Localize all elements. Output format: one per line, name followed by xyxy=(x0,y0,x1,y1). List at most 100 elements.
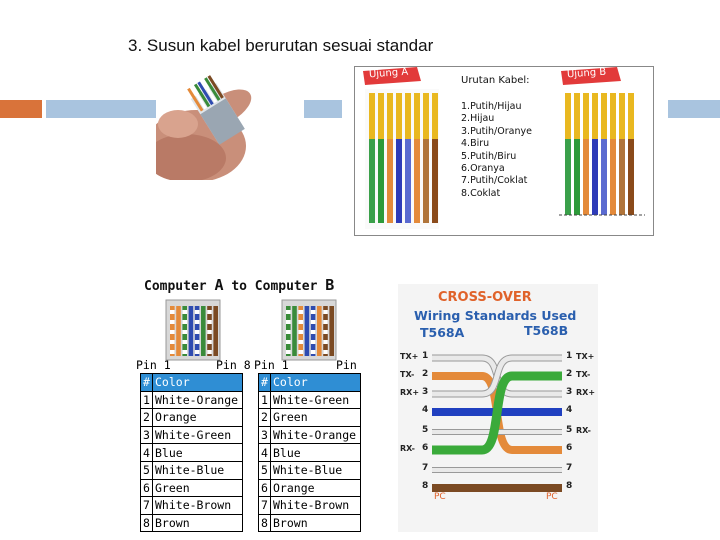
wire-stripe xyxy=(298,320,303,324)
pin-color: Orange xyxy=(271,479,361,497)
pin-color: White-Brown xyxy=(153,497,243,515)
wire-stripe xyxy=(182,340,187,344)
wire-stripe xyxy=(323,350,328,354)
title-letter-b: B xyxy=(325,276,334,294)
pin-table-header: # Color xyxy=(141,374,243,392)
wire-stripe xyxy=(298,310,303,314)
crossover-right-signal: RX- xyxy=(576,426,591,435)
connector-wire xyxy=(317,306,322,356)
pin-color: Orange xyxy=(153,409,243,427)
wire-stripe xyxy=(323,330,328,334)
crossover-right-pin: 5 xyxy=(566,425,572,435)
crossover-left-pin: 3 xyxy=(422,387,428,397)
cable-photo xyxy=(156,68,252,180)
wire-stripe xyxy=(286,340,291,344)
pin-number: 2 xyxy=(259,409,271,427)
wire-stripe xyxy=(182,330,187,334)
wiring-diagram-ujung: Ujung A Ujung B Urutan Kabel: 1.Putih/Hi… xyxy=(354,66,654,236)
wire-stripe xyxy=(311,330,316,334)
pin-color: White-Brown xyxy=(271,497,361,515)
accent-bar-blue-right xyxy=(668,100,720,118)
wire-stripe xyxy=(170,330,175,334)
connector-wire xyxy=(201,306,206,356)
crossover-left-signal: TX+ xyxy=(400,352,418,361)
header-color: Color xyxy=(153,374,243,392)
pin1-right: Pin 1 xyxy=(254,358,289,372)
crossover-diagram: CROSS-OVER Wiring Standards Used T568A T… xyxy=(398,284,598,532)
pc-left-label: PC xyxy=(434,492,446,502)
crossover-right-pin: 8 xyxy=(566,481,572,491)
wire-stripe xyxy=(182,310,187,314)
pin-color: Green xyxy=(271,409,361,427)
wire-stripe xyxy=(311,340,316,344)
wire-stripe xyxy=(298,350,303,354)
pin-number: 8 xyxy=(141,514,153,532)
title-computer-b: Computer xyxy=(255,279,318,294)
urutan-item: 1.Putih/Hijau xyxy=(461,101,532,113)
header-hash: # xyxy=(259,374,271,392)
connector-wire xyxy=(213,306,218,356)
pin-color: White-Orange xyxy=(153,391,243,409)
pin-color: White-Green xyxy=(153,426,243,444)
slide-title: 3. Susun kabel berurutan sesuai standar xyxy=(128,36,433,56)
pin-number: 7 xyxy=(259,497,271,515)
crossover-left-pin: 4 xyxy=(422,405,428,415)
urutan-item: 8.Coklat xyxy=(461,188,532,200)
rj45-connectors-illustration xyxy=(136,296,368,364)
wire-stripe xyxy=(195,320,200,324)
pin-table-row: 3White-Green xyxy=(141,426,243,444)
pin-table-row: 6Green xyxy=(141,479,243,497)
wire-stripe xyxy=(286,350,291,354)
wire-stripe xyxy=(170,340,175,344)
connector-wire xyxy=(292,306,297,356)
header-hash: # xyxy=(141,374,153,392)
wire-stripe xyxy=(207,320,212,324)
pin-color: Blue xyxy=(271,444,361,462)
crossover-right-signal: TX- xyxy=(576,370,590,379)
cable-photo-illustration xyxy=(156,68,252,180)
pin-table-row: 5White-Blue xyxy=(259,461,361,479)
crossover-left-pin: 5 xyxy=(422,425,428,435)
pin-color: White-Orange xyxy=(271,426,361,444)
accent-bar-blue-mid xyxy=(304,100,342,118)
header-color: Color xyxy=(271,374,361,392)
crossover-left-pin: 8 xyxy=(422,481,428,491)
wire-stripe xyxy=(286,320,291,324)
pin-number: 7 xyxy=(141,497,153,515)
wire-stripe xyxy=(207,340,212,344)
wire-stripe xyxy=(207,330,212,334)
pin-number: 4 xyxy=(141,444,153,462)
pin-number: 6 xyxy=(259,479,271,497)
pin-number: 5 xyxy=(141,461,153,479)
connector-wire xyxy=(189,306,194,356)
wire-stripe xyxy=(311,320,316,324)
title-letter-a: A xyxy=(214,276,223,294)
pin-color: Blue xyxy=(153,444,243,462)
wire-stripe xyxy=(182,320,187,324)
crossover-right-pin: 3 xyxy=(566,387,572,397)
connector-wire xyxy=(176,306,181,356)
wire-stripe xyxy=(323,320,328,324)
pin-color: Brown xyxy=(271,514,361,532)
wire-stripe xyxy=(311,310,316,314)
computer-diagram-title: Computer A to Computer B xyxy=(144,276,334,294)
pin-number: 3 xyxy=(259,426,271,444)
wire-stripe xyxy=(195,330,200,334)
pin-table-row: 2Orange xyxy=(141,409,243,427)
accent-bar-orange xyxy=(0,100,42,118)
pin-color: White-Green xyxy=(271,391,361,409)
wire-stripe xyxy=(195,340,200,344)
crossover-right-pin: 1 xyxy=(566,351,572,361)
wire-stripe xyxy=(182,350,187,354)
pin-number: 4 xyxy=(259,444,271,462)
pin-color: White-Blue xyxy=(153,461,243,479)
